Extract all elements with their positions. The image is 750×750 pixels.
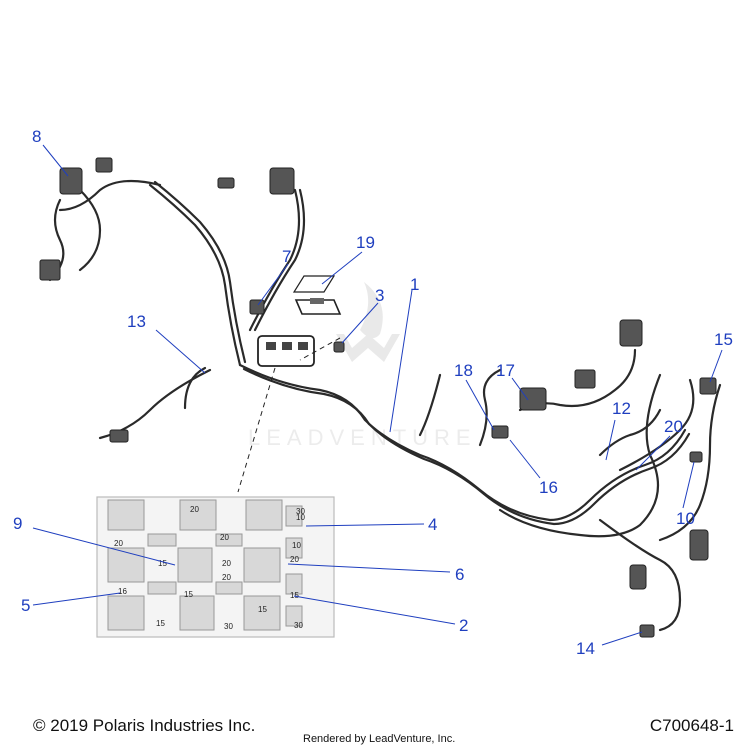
callout-2: 2: [459, 616, 468, 635]
fuse-rating-label: 15: [290, 591, 299, 600]
connector-right-top: [619, 319, 643, 347]
callout-15: 15: [714, 330, 733, 349]
connector-item-18: [491, 425, 509, 439]
connector-item-14: [639, 624, 655, 638]
callout-3: 3: [375, 286, 384, 305]
fuse-rating-label: 15: [258, 605, 267, 614]
copyright-text: © 2019 Polaris Industries Inc.: [33, 716, 256, 735]
callout-14: 14: [576, 639, 595, 658]
connector-left-lower: [39, 259, 61, 281]
fuse-rating-label: 15: [184, 590, 193, 599]
fuse-detail-panel: 20 10 20 30 20 10 15 20 20 16 15 15 15 20 15 30 30: [96, 496, 335, 638]
fuse-box-cover: [294, 298, 342, 315]
fuse-rating-label: 30: [294, 621, 303, 630]
detail-leader-lines: [237, 337, 341, 493]
fuse-rating-label: 10: [292, 541, 301, 550]
part-number: C700648-1: [649, 716, 734, 735]
fuse-rating-label: 30: [296, 507, 305, 516]
fuse-rating-label: 30: [224, 622, 233, 631]
rendered-by-text: Rendered by LeadVenture, Inc.: [303, 733, 456, 745]
fuse-rating-label: 20: [114, 539, 123, 548]
label-sticker: [292, 275, 336, 293]
connector-item-7: [249, 299, 265, 315]
fuse-rating-label: 20: [222, 573, 231, 582]
callout-18: 18: [454, 361, 473, 380]
callout-13: 13: [127, 312, 146, 331]
fuse-box: [257, 335, 315, 367]
callout-1: 1: [410, 275, 419, 294]
connector-item-17: [519, 387, 547, 411]
callout-9: 9: [13, 514, 22, 533]
fuse-rating-label: 20: [222, 559, 231, 568]
fuse-rating-label: 10: [296, 513, 305, 522]
fuse-rating-label: 20: [290, 555, 299, 564]
fuse-ratings: 20 10 20 30 20 10 15 20 20 16 15 15 15 20 15 30 30: [114, 505, 305, 631]
connector-item-3: [333, 341, 345, 353]
connector-top-left: [217, 177, 235, 189]
callout-numbers: 1 2 3 4 5 6 7 8 9 10 12 13 14 15 16 17 1…: [13, 127, 733, 658]
callout-6: 6: [455, 565, 464, 584]
callout-20: 20: [664, 417, 683, 436]
callout-8: 8: [32, 127, 41, 146]
callout-4: 4: [428, 515, 437, 534]
connector-item-10: [689, 451, 703, 463]
connector-right-bottom: [629, 564, 647, 590]
connector-right-lower: [689, 529, 709, 561]
callout-12: 12: [612, 399, 631, 418]
connector-item-15: [699, 377, 717, 395]
callout-19: 19: [356, 233, 375, 252]
callout-5: 5: [21, 596, 30, 615]
callout-17: 17: [496, 361, 515, 380]
fuse-rating-label: 15: [156, 619, 165, 628]
fuse-rating-label: 16: [118, 587, 127, 596]
callout-7: 7: [282, 247, 291, 266]
leadventure-watermark: LEADVENTURE: [248, 282, 477, 450]
svg-text:LEADVENTURE: LEADVENTURE: [248, 425, 477, 450]
connector-left-bottom: [109, 429, 129, 443]
connector-left-upper: [59, 167, 83, 195]
connector-left-top: [95, 157, 113, 173]
fuse-rating-label: 20: [220, 533, 229, 542]
connector-block-top: [269, 167, 295, 195]
fuse-rating-label: 20: [190, 505, 199, 514]
connector-right-mid: [574, 369, 596, 389]
callout-10: 10: [676, 509, 695, 528]
connectors: [39, 157, 717, 638]
fuse-rating-label: 15: [158, 559, 167, 568]
callout-16: 16: [539, 478, 558, 497]
callout-leaders: [32, 144, 723, 646]
